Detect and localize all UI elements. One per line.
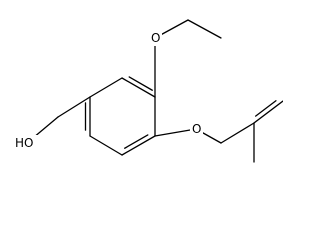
bond-allyl-c2-terminal (253, 100, 283, 124)
bond-c4-o-allyloxy (154, 128, 197, 137)
bond-c2-c3 (89, 135, 123, 156)
bond-c5-c6-second-line (128, 76, 153, 91)
allyloxy-oxygen-label: O (192, 122, 201, 136)
bond-c5-c6 (121, 77, 156, 98)
bond-c3-c4 (121, 135, 156, 156)
bond-c3-c4-second-line (124, 134, 149, 149)
ethoxy-oxygen-label: O (151, 31, 160, 45)
atom-label-ethoxy-oxygen: O (149, 30, 162, 46)
bond-ethyl1-ethyl2 (187, 19, 222, 39)
bond-c6-c1 (89, 77, 123, 98)
atom-label-hydroxyl: HO (13, 135, 43, 151)
molecule-structure-diagram: HO O O (13, 19, 283, 163)
bond-c1-ch2 (57, 96, 91, 118)
bond-allyl-c2-terminal-second-line (254, 100, 277, 117)
hydroxyl-label: HO (15, 136, 33, 150)
atom-label-layer: HO O O (13, 30, 203, 151)
bond-allyl-ch2-c2 (220, 122, 255, 144)
bond-layer (26, 19, 283, 163)
atom-label-allyloxy-oxygen: O (190, 121, 203, 137)
